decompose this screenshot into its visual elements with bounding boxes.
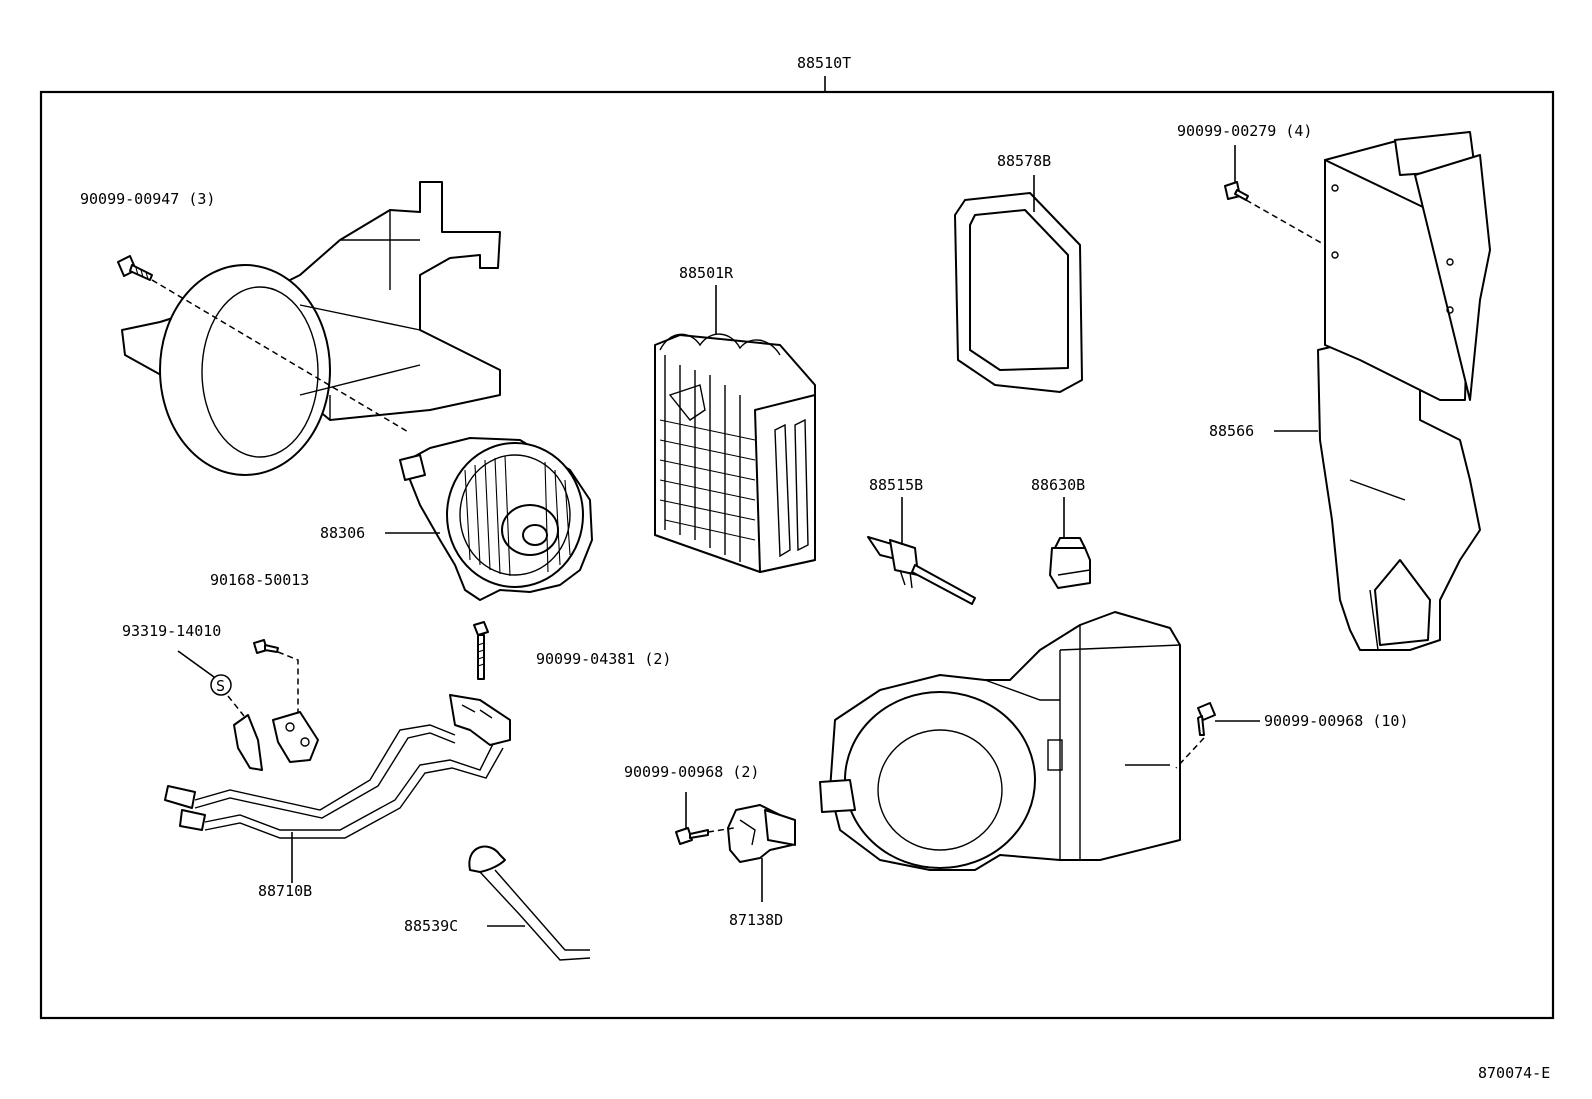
s-mark-label: S [216,677,225,695]
expansion-valve [867,536,976,605]
hose [468,845,591,961]
bolt-50013-icon [253,639,279,654]
label-bolt-50013: 90168-50013 [210,571,309,589]
label-screw-968-2: 90099-00968 (2) [624,763,759,781]
s-mark-circle [210,674,232,696]
screw-968-10-path [1175,737,1205,769]
label-blower-motor: 88306 [320,524,365,542]
label-screw-968-10: 90099-00968 (10) [1264,712,1409,730]
bolt-50013-path [277,651,299,718]
label-tube: 88710B [258,882,312,900]
thermistor [1049,537,1091,589]
evaporator [654,333,816,573]
label-bolt-4381: 90099-04381 (2) [536,650,671,668]
blower-case-upper [121,181,501,476]
screw-968-2-icon [675,827,709,845]
blower-motor [399,437,593,601]
label-clamp: 93319-14010 [122,622,221,640]
label-thermistor: 88630B [1031,476,1085,494]
label-screw-279: 90099-00279 (4) [1177,122,1312,140]
seal [954,192,1083,393]
label-duct: 88566 [1209,422,1254,440]
duct [1317,131,1491,651]
screw-279-icon [1224,181,1249,201]
label-screw-947: 90099-00947 (3) [80,190,215,208]
bolt-4381-icon [473,621,489,680]
screw-279-path [1245,199,1326,246]
label-seal: 88578B [997,152,1051,170]
label-diagram-code: 870074-E [1478,1064,1550,1082]
tube [164,694,511,839]
label-assembly: 88510T [797,54,851,72]
screw-947-icon [117,255,153,281]
screw-968-10-icon [1197,702,1216,736]
label-hose: 88539C [404,917,458,935]
blower-case-lower [819,611,1181,871]
label-expansion-valve: 88515B [869,476,923,494]
label-evaporator: 88501R [679,264,734,282]
resistor [727,804,796,863]
clamp [233,711,319,771]
label-resistor: 87138D [729,911,783,929]
assembly-frame [39,90,1555,1020]
screw-968-2-path [707,827,735,833]
